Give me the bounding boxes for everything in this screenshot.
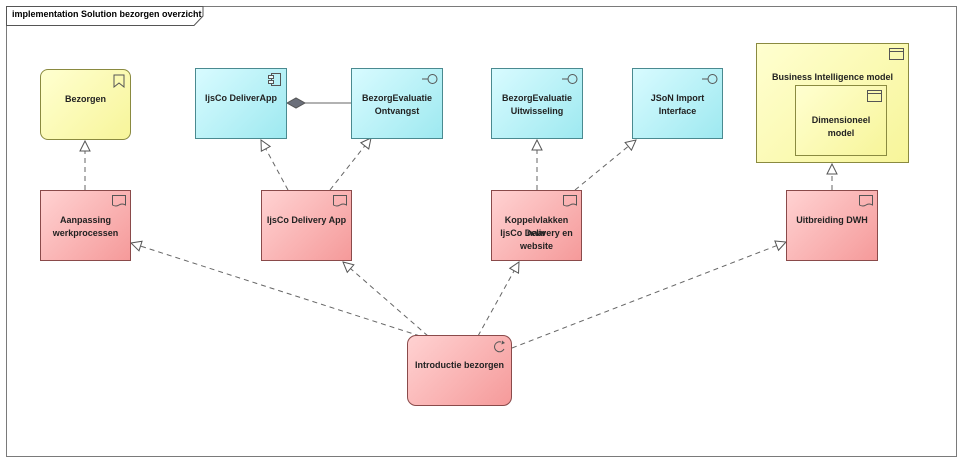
node-label-line-2: Uitwisseling xyxy=(510,106,564,116)
node-evaluatie-uitwisseling[interactable]: BezorgEvaluatie Uitwisseling xyxy=(491,68,583,139)
diagram-title: implementation Solution bezorgen overzic… xyxy=(12,9,202,19)
node-json-import[interactable]: JSoN Import Interface xyxy=(632,68,723,139)
node-label-line-2: Ontvangst xyxy=(374,106,420,116)
interface-icon xyxy=(702,74,718,84)
title-tab-shape xyxy=(6,6,204,26)
node-label: Introductie bezorgen xyxy=(414,360,504,370)
bookmark-icon xyxy=(113,74,125,88)
node-dim-model[interactable]: Dimensioneel model xyxy=(795,85,887,156)
interface-icon xyxy=(422,74,438,84)
node-label-line-1: Koppelvlakken naar xyxy=(504,215,569,238)
connector-koppelvlakken-json[interactable] xyxy=(574,140,636,191)
node-aanpassing[interactable]: Aanpassing werkprocessen xyxy=(40,190,131,261)
node-label: IjsCo DeliverApp xyxy=(204,93,278,103)
deliverable-icon xyxy=(112,195,126,207)
node-evaluatie-ontvangst[interactable]: BezorgEvaluatie Ontvangst xyxy=(351,68,443,139)
connector-introductie-aanpassing[interactable] xyxy=(131,243,421,337)
node-bi-model[interactable]: Business Intelligence model Dimensioneel… xyxy=(756,43,909,163)
deliverable-icon xyxy=(859,195,873,207)
node-label: Dimensioneel model xyxy=(811,115,871,138)
model-icon xyxy=(889,48,904,60)
node-label-line-2: IjsCo Delivery en xyxy=(500,228,573,238)
node-label-line-1: Aanpassing xyxy=(59,215,111,225)
node-label-line-3: website xyxy=(519,241,553,251)
connector-introductie-koppelvlakken[interactable] xyxy=(477,262,519,337)
model-icon xyxy=(867,90,882,102)
node-introductie[interactable]: Introductie bezorgen xyxy=(407,335,512,406)
node-delivery-app[interactable]: IjsCo Delivery App xyxy=(261,190,352,261)
deliverable-icon xyxy=(563,195,577,207)
component-icon xyxy=(268,73,281,86)
interface-icon xyxy=(562,74,578,84)
connector-introductie-deliveryapp[interactable] xyxy=(343,262,429,337)
node-label: IjsCo Delivery App xyxy=(266,215,347,225)
node-uitbreiding[interactable]: Uitbreiding DWH xyxy=(786,190,878,261)
connector-deliveryapp-ontvangst[interactable] xyxy=(329,138,371,191)
deliverable-icon xyxy=(333,195,347,207)
composition-connector[interactable] xyxy=(285,97,351,109)
node-label: Business Intelligence model xyxy=(771,72,894,82)
node-label-line-2: Interface xyxy=(658,106,697,116)
node-label-line-1: JSoN Import xyxy=(650,93,705,103)
node-label-line-1: BezorgEvaluatie xyxy=(361,93,433,103)
node-label-line-2: werkprocessen xyxy=(52,228,119,238)
node-koppelvlakken[interactable]: Koppelvlakken naar IjsCo Delivery en web… xyxy=(491,190,582,261)
node-label: Uitbreiding DWH xyxy=(796,215,868,225)
node-deliverapp[interactable]: IjsCo DeliverApp xyxy=(195,68,287,139)
connector-deliveryapp-deliverapp[interactable] xyxy=(261,140,289,191)
node-bezorgen[interactable]: Bezorgen xyxy=(40,69,131,140)
node-label: Bezorgen xyxy=(64,94,106,104)
work-package-icon xyxy=(494,340,505,353)
connector-introductie-uitbreiding[interactable] xyxy=(511,242,786,349)
node-label-line-1: BezorgEvaluatie xyxy=(501,93,573,103)
